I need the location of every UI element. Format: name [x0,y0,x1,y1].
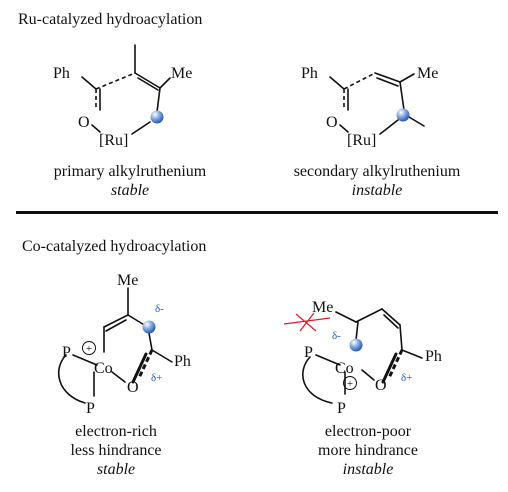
co-section-title: Co-catalyzed hydroacylation [22,238,206,255]
bond [361,369,375,381]
oxygen-label: O [127,379,139,396]
bond [339,124,349,133]
ru-section-title: Ru-catalyzed hydroacylation [18,11,202,28]
delta-plus-label: δ+ [401,372,412,384]
bond [401,349,423,359]
cationic-charge [82,341,96,355]
bond [399,73,415,83]
bond [131,121,151,135]
bond [329,76,345,90]
co-right-caption-2: more hindrance [318,442,418,459]
methyl-label: Me [417,65,438,82]
phenyl-label: Ph [174,353,191,370]
ru-secondary-structure: Ph Me O [Ru] [301,65,438,149]
cationic-charge [343,376,357,390]
ruthenium-label: [Ru] [347,132,376,149]
bond [399,81,405,111]
bond [127,314,147,327]
bond [95,72,136,90]
oxygen-label: O [326,114,338,131]
ru-primary-status: stable [111,182,149,199]
bond [137,349,154,379]
bond [111,371,126,383]
bond [381,352,398,384]
phenyl-label: Ph [53,65,70,82]
delta-minus-label: δ- [155,303,164,315]
co-right-status: instable [343,461,394,478]
ruthenium-label: [Ru] [99,132,128,149]
co-left-structure: Me δ- Ph δ+ Co O P P + [57,272,191,417]
bond [159,77,171,89]
plus-label: + [86,343,92,355]
bond [381,308,401,326]
phosphine-arc [302,356,333,404]
phosphorus-label: P [86,400,95,417]
bond [374,72,401,83]
bond [105,319,127,332]
carbon-sphere [150,110,164,124]
bond [399,324,403,351]
ru-primary-structure: Ph Me O [Ru] [53,44,192,149]
delta-minus-label: δ- [332,330,341,342]
oxygen-label: O [375,377,387,394]
bond [315,354,341,366]
bond [103,314,129,328]
co-right-structure: Me δ- Ph δ+ Co O P P + [283,299,442,417]
carbon-sphere [142,320,156,334]
bond [383,314,399,329]
cobalt-label: Co [335,360,354,377]
plus-label: + [347,378,353,390]
co-left-status: stable [97,461,135,478]
ru-secondary-caption: secondary alkylruthenium [294,163,461,180]
co-left-caption-1: electron-rich [75,423,157,440]
phosphorus-label: P [62,344,71,361]
methyl-label: Me [312,299,333,316]
bond [72,354,98,366]
phenyl-label: Ph [425,348,442,365]
bond [137,77,159,91]
co-right-caption-1: electron-poor [325,423,412,440]
bond [151,349,173,363]
clash-mark [299,312,315,332]
phenyl-label: Ph [301,65,318,82]
co-left-caption-2: less hindrance [70,442,161,459]
methyl-label: Me [117,272,138,289]
bond [91,124,101,133]
phosphine-arc [57,354,86,404]
bond [131,352,148,384]
carbon-sphere [396,108,410,122]
bond [376,77,399,87]
bond [335,311,357,323]
bond [355,321,359,341]
bond [379,119,399,135]
bond [134,72,161,89]
phosphorus-label: P [337,400,346,417]
delta-plus-label: δ+ [151,372,162,384]
methyl-label: Me [171,65,192,82]
carbon-sphere [349,338,363,352]
bond [81,76,97,90]
section-divider [16,211,498,214]
cobalt-label: Co [94,360,113,377]
bond [355,308,383,323]
phosphorus-label: P [304,344,313,361]
bond [343,72,376,90]
ru-secondary-status: instable [352,182,403,199]
bond [148,332,153,351]
bond [387,349,404,379]
oxygen-label: O [78,114,90,131]
bond [156,87,161,113]
ru-primary-caption: primary alkylruthenium [54,163,207,180]
